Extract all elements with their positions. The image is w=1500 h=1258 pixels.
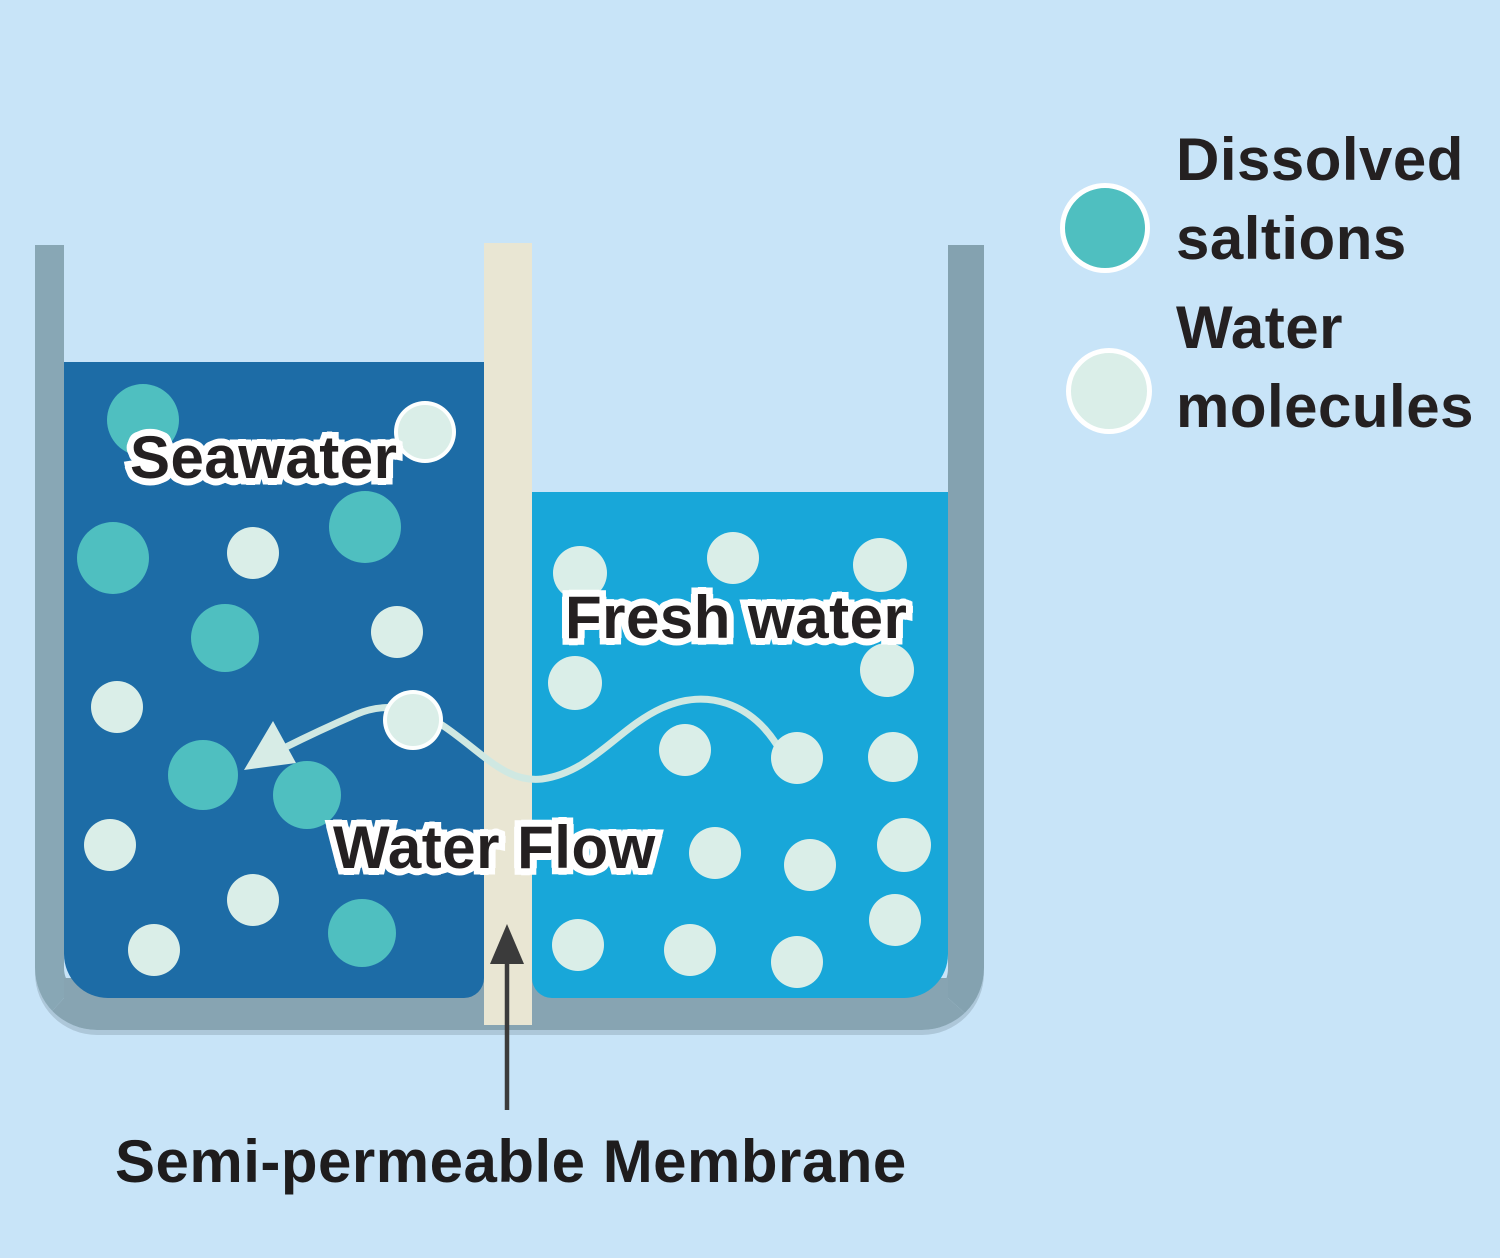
water-molecule xyxy=(553,546,607,600)
water-molecule xyxy=(877,818,931,872)
water-molecule-swatch-icon xyxy=(1066,348,1152,434)
salt-ion xyxy=(107,384,179,456)
water-molecule xyxy=(869,894,921,946)
water-molecule xyxy=(394,401,456,463)
water-molecule xyxy=(771,936,823,988)
salt-ion xyxy=(168,740,238,810)
water-molecule xyxy=(128,924,180,976)
salt-ion-swatch-icon xyxy=(1060,183,1150,273)
fresh-water-label-outline: Fresh water xyxy=(558,581,913,654)
water-molecule xyxy=(383,690,443,750)
water-molecule xyxy=(771,732,823,784)
salt-ion xyxy=(191,604,259,672)
water-molecule xyxy=(84,819,136,871)
water-molecule xyxy=(689,827,741,879)
water-flow-label-outline: Water Flow xyxy=(327,811,662,884)
water-molecule xyxy=(664,924,716,976)
flow-arrowhead-icon xyxy=(244,721,296,770)
water-molecule xyxy=(227,874,279,926)
water-molecule xyxy=(548,656,602,710)
water-molecule xyxy=(707,532,759,584)
water-molecule xyxy=(853,538,907,592)
water-flow-label: Water Flow Water Flow xyxy=(327,811,662,884)
salt-ion xyxy=(328,899,396,967)
water-molecule xyxy=(868,732,918,782)
salt-ion xyxy=(273,761,341,829)
seawater-label: Seawater Seawater xyxy=(124,421,404,494)
membrane-caption: Semi-permeable Membrane xyxy=(115,1128,907,1195)
water-molecule xyxy=(784,839,836,891)
water-molecule xyxy=(860,643,914,697)
water-molecule xyxy=(552,919,604,971)
salt-ion xyxy=(77,522,149,594)
water-molecule xyxy=(371,606,423,658)
seawater-label-outline: Seawater xyxy=(124,421,404,494)
legend-item-water-molecules: Water molecules xyxy=(1176,294,1474,440)
semi-permeable-membrane-bar xyxy=(484,243,532,1025)
legend-item-salt-ions: Dissolved saltions xyxy=(1176,126,1464,272)
water-molecule xyxy=(91,681,143,733)
membrane-arrowhead-icon xyxy=(490,924,524,964)
salt-ion xyxy=(329,491,401,563)
water-molecule xyxy=(659,724,711,776)
fresh-water-label: Fresh water Fresh water xyxy=(558,581,913,654)
water-molecule xyxy=(227,527,279,579)
